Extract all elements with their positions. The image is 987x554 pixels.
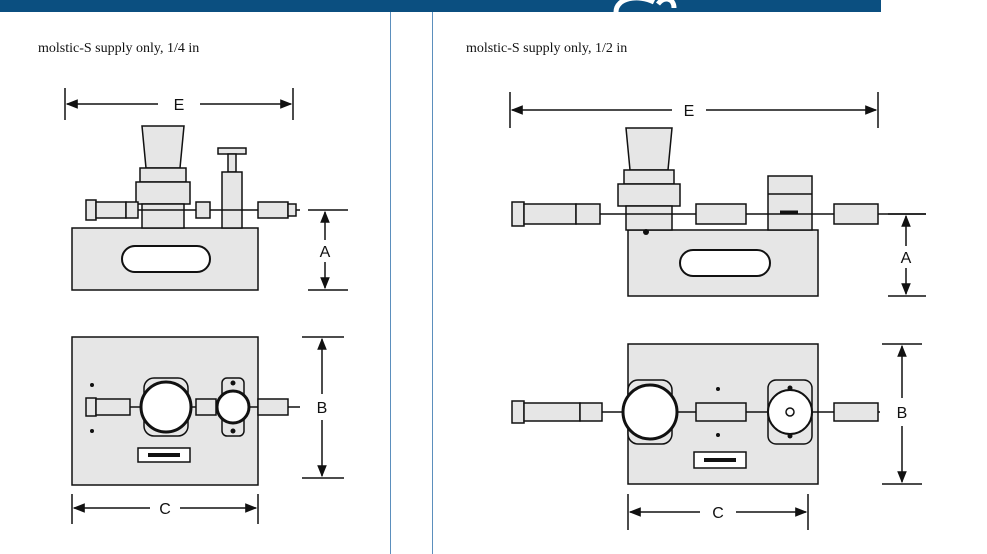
- panel-divider-left: [390, 12, 391, 554]
- right-dim-B: B: [897, 405, 908, 422]
- left-dim-A: A: [320, 244, 331, 261]
- right-dim-E: E: [684, 103, 695, 120]
- left-panel-title: molstic-S supply only, 1/4 in: [38, 41, 200, 56]
- right-dim-A: A: [901, 250, 912, 267]
- panel-divider-right: [432, 12, 433, 554]
- left-dim-E: E: [174, 97, 185, 114]
- header-bar: [0, 0, 881, 12]
- right-dots: [643, 229, 793, 439]
- header-text-fragment: [613, 0, 677, 12]
- left-dim-C: C: [159, 501, 171, 518]
- right-diagram: [509, 92, 926, 530]
- left-dots: [90, 380, 236, 434]
- left-dim-B: B: [317, 400, 328, 417]
- right-dim-C: C: [712, 505, 724, 522]
- right-panel-title: molstic-S supply only, 1/2 in: [466, 41, 628, 56]
- left-diagram: [64, 88, 348, 524]
